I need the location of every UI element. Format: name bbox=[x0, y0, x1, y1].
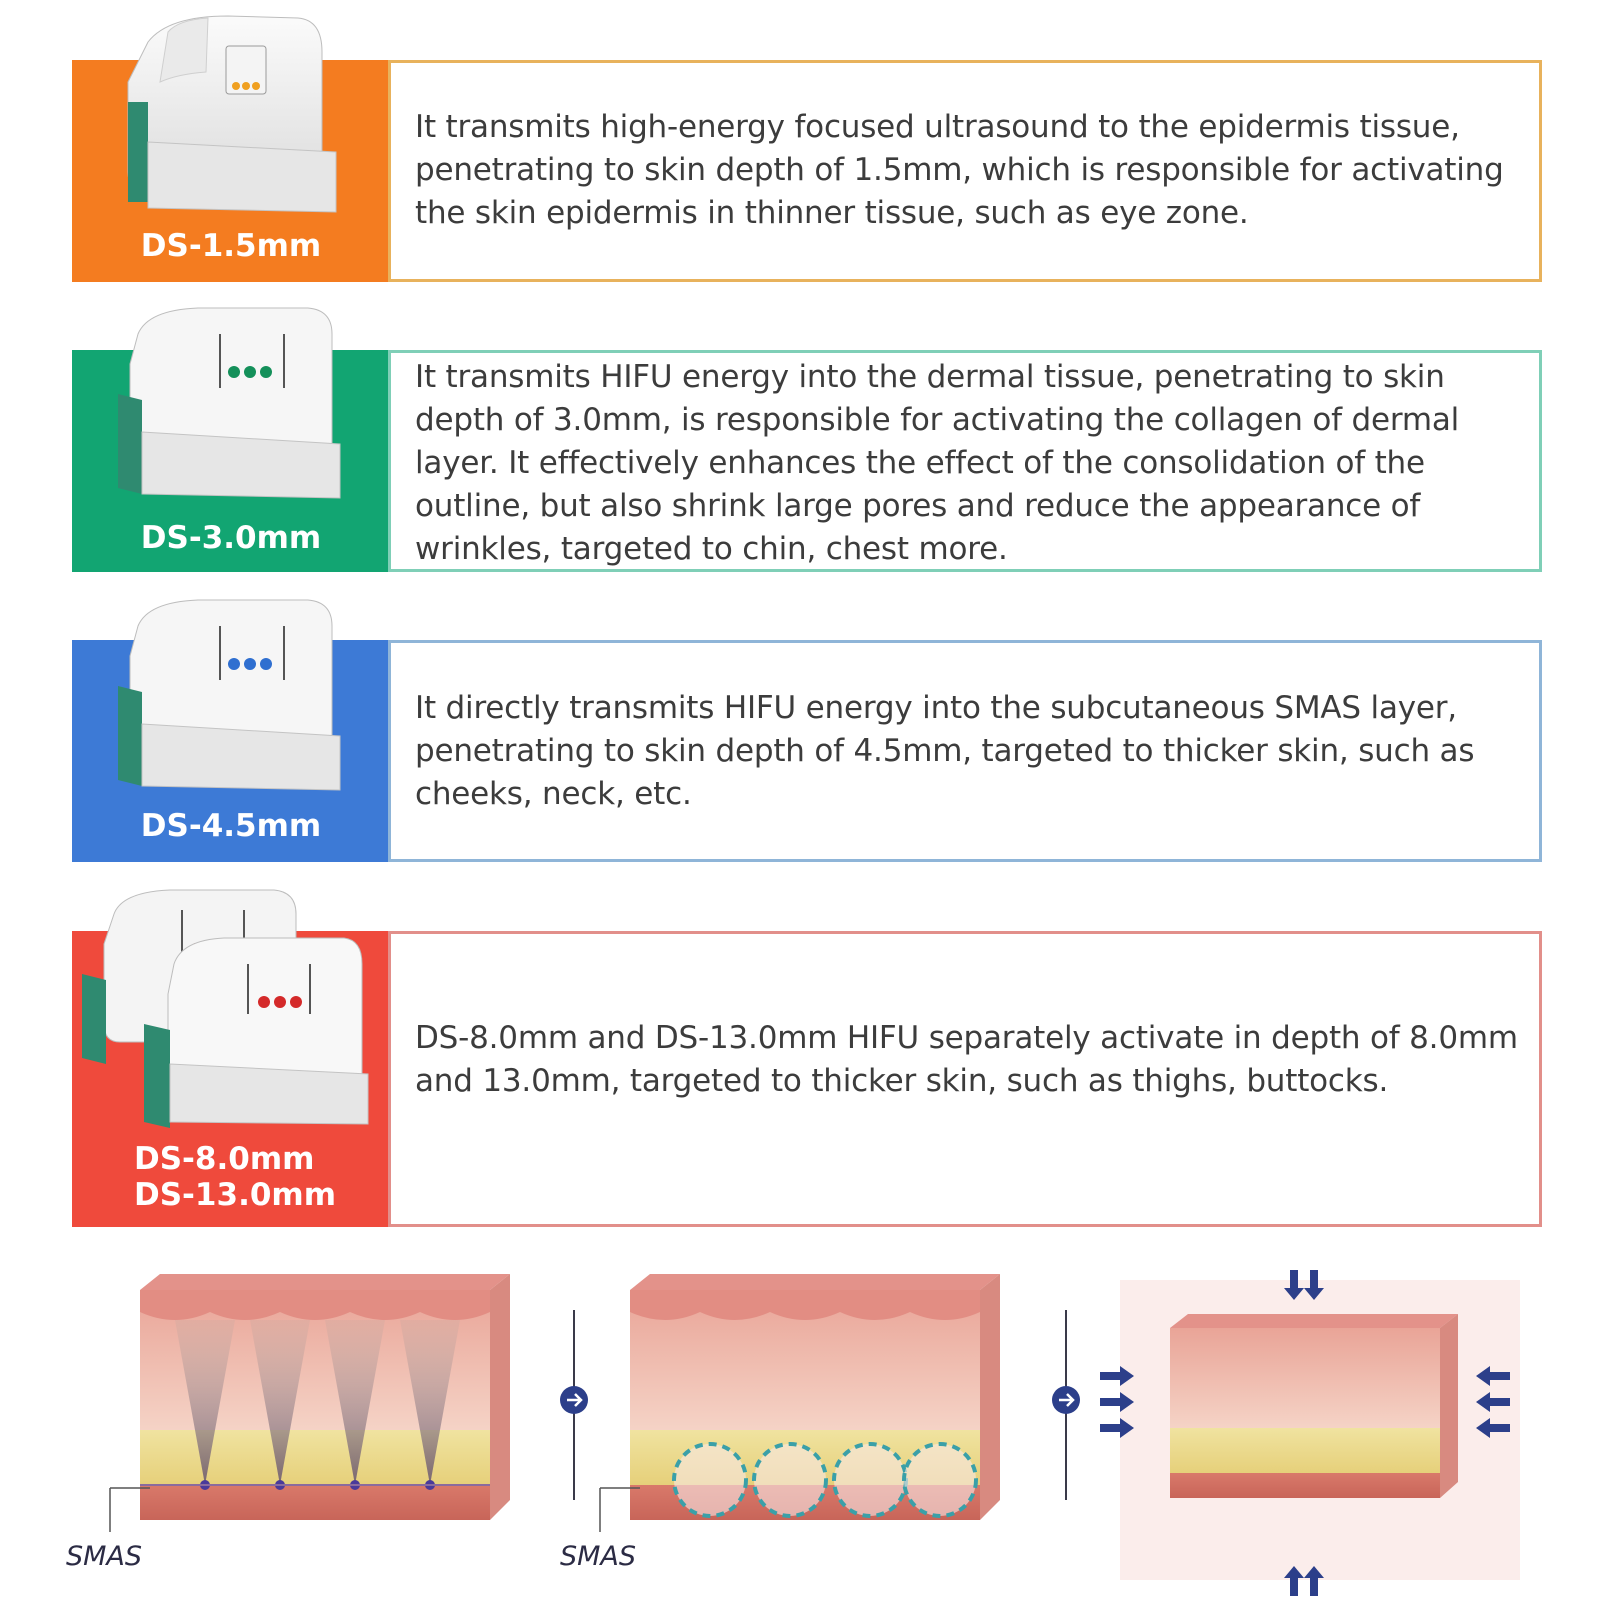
probe-label-secondary: DS-13.0mm bbox=[134, 1177, 337, 1213]
probe-label: DS-3.0mm bbox=[140, 520, 322, 556]
probe-cartridge-image bbox=[127, 15, 337, 213]
probe-label: DS-8.0mm bbox=[134, 1141, 315, 1177]
probe-label: DS-4.5mm bbox=[140, 808, 322, 844]
description-text: It transmits high-energy focused ultraso… bbox=[415, 109, 1504, 231]
description-box bbox=[388, 931, 1542, 1227]
probe-label: DS-1.5mm bbox=[140, 228, 322, 264]
probe-cartridge-image bbox=[118, 599, 341, 791]
compression-arrows-icon bbox=[1100, 1270, 1510, 1596]
description-text: It transmits HIFU energy into the dermal… bbox=[415, 359, 1460, 567]
smas-label: SMAS bbox=[66, 1541, 143, 1572]
skin-block-treatment bbox=[109, 1274, 510, 1532]
smas-label: SMAS bbox=[560, 1541, 637, 1572]
probe-cartridge-image-pair bbox=[82, 889, 369, 1128]
skin-block-collagen bbox=[599, 1274, 1000, 1532]
skin-layer-illustration bbox=[109, 1270, 1520, 1596]
probe-cartridge-image bbox=[118, 307, 341, 499]
description-box bbox=[388, 350, 1542, 572]
description-box bbox=[388, 640, 1542, 862]
row-ds-1-5: It transmits high-energy focused ultraso… bbox=[72, 60, 1542, 282]
description-text: It directly transmits HIFU energy into t… bbox=[415, 690, 1475, 812]
description-text: DS-8.0mm and DS-13.0mm HIFU separately a… bbox=[415, 1020, 1518, 1099]
description-box bbox=[388, 60, 1542, 282]
skin-block-tightened bbox=[1100, 1270, 1520, 1596]
